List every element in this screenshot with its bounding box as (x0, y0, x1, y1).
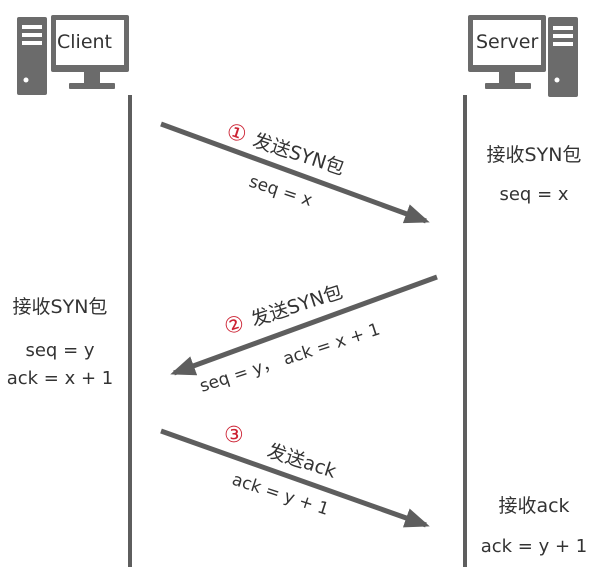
client-note-detail-ack: ack = x + 1 (7, 368, 114, 389)
server-label: Server (476, 31, 538, 53)
step2-action: 发送SYN包 (248, 281, 345, 331)
step3-arrow (160, 428, 430, 528)
step3-number: ③ (224, 423, 244, 448)
step2-number: ② (221, 311, 247, 341)
desktop-computer-icon (17, 15, 129, 95)
client-note-title: 接收SYN包 (13, 296, 108, 318)
server-ack-title: 接收ack (498, 495, 569, 517)
server-ack-detail: ack = y + 1 (481, 536, 588, 557)
desktop-computer-icon (468, 15, 578, 97)
client-note-detail-seq: seq = y (25, 340, 94, 361)
server-note-detail: seq = x (499, 184, 568, 205)
step3-action: 发送ack (264, 440, 338, 483)
server-note-title: 接收SYN包 (487, 144, 582, 166)
client-label: Client (57, 31, 112, 53)
step1-number: ① (223, 119, 249, 149)
step2-arrow (170, 274, 438, 376)
step1-arrow (160, 121, 430, 224)
